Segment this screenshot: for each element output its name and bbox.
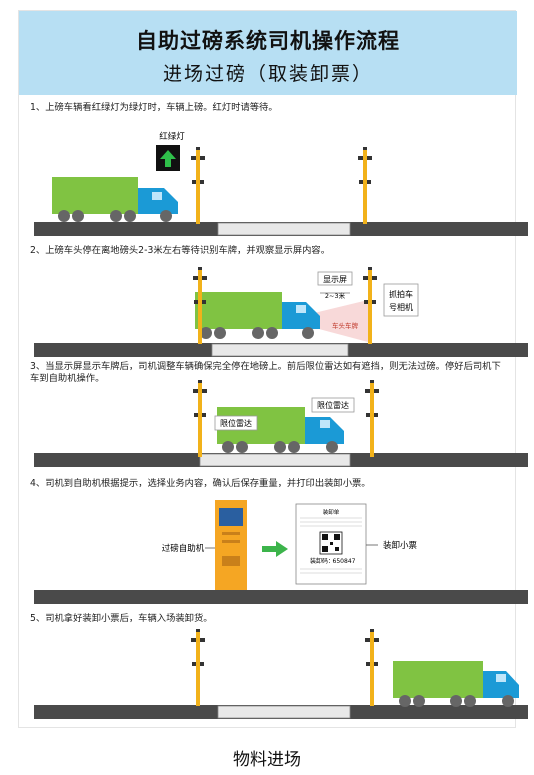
ticket-label: 装卸小票	[383, 540, 418, 551]
page-title: 自助过磅系统司机操作流程	[136, 29, 400, 53]
wheel	[464, 695, 476, 707]
wheel	[252, 327, 264, 339]
wheel	[288, 441, 300, 453]
arrow-right-icon	[262, 541, 288, 557]
pole-left	[191, 629, 205, 706]
camera-label-line-1: 抓拍车	[389, 289, 413, 299]
truck-head-plate-label: 车头车牌	[332, 321, 359, 330]
truck-cab	[483, 671, 519, 698]
radar-left-label: 限位雷达	[220, 418, 252, 428]
step-2-text: 2、上磅车头停在离地磅头2-3米左右等待识别车牌，并观察显示屏内容。	[30, 245, 331, 256]
ticket-code-label: 装卸码：	[310, 557, 334, 565]
truck-cab	[282, 302, 320, 329]
wheel	[450, 695, 462, 707]
scene-2: 显示屏 2~3米 抓拍车 号相机 车头车牌	[34, 267, 528, 357]
pole-right	[365, 629, 379, 706]
wheel	[200, 327, 212, 339]
truck-cab	[305, 417, 344, 444]
distance-label: 2~3米	[325, 291, 346, 300]
radar-left-label-box	[214, 415, 258, 431]
weighbridge	[217, 222, 351, 236]
wheel	[72, 210, 84, 222]
wheel	[110, 210, 122, 222]
wheel	[266, 327, 278, 339]
wheel	[502, 695, 514, 707]
pole-left	[191, 147, 205, 224]
wheel	[302, 327, 314, 339]
ticket-title: 装卸单	[323, 508, 340, 516]
wheel	[399, 695, 411, 707]
wheel	[160, 210, 172, 222]
step-1-text: 1、上磅车辆看红绿灯为绿灯时，车辆上磅。红灯时请等待。	[30, 102, 278, 113]
wheel	[413, 695, 425, 707]
weighbridge	[199, 453, 351, 467]
display-screen-label-box	[317, 271, 353, 286]
green-arrow-icon	[160, 150, 176, 167]
truck-cab	[138, 188, 178, 214]
poster: 自助过磅系统司机操作流程 进场过磅（取装卸票）	[18, 10, 517, 728]
scene-3: 限位雷达 限位雷达	[34, 380, 528, 467]
camera-label-box	[383, 283, 419, 317]
road	[34, 590, 528, 604]
pole-right	[358, 147, 372, 224]
truck-body	[393, 661, 483, 698]
radar-right-label: 限位雷达	[317, 400, 349, 410]
truck-body	[52, 177, 138, 214]
radar-right-label-box	[311, 397, 355, 413]
wheel	[58, 210, 70, 222]
step-4-text: 4、司机到自助机根据提示，选择业务内容，确认后保存重量，并打印出装卸小票。	[30, 478, 371, 489]
wheel	[326, 441, 338, 453]
scene-1	[34, 145, 528, 236]
scene-4: 过磅自助机 装卸单 装卸码： 650847 装卸小票	[34, 500, 528, 604]
kiosk-label: 过磅自助机	[162, 543, 205, 554]
wheel	[274, 441, 286, 453]
wheel	[214, 327, 226, 339]
page-subtitle: 进场过磅（取装卸票）	[162, 63, 373, 85]
camera-label-line-2: 号相机	[389, 302, 413, 312]
traffic-light-label: 红绿灯	[159, 131, 185, 142]
bottom-caption: 物料进场	[233, 750, 301, 770]
weighbridge	[217, 705, 351, 719]
pole-right	[365, 380, 379, 457]
kiosk-screen	[219, 508, 243, 526]
ticket-code-value: 650847	[333, 558, 356, 565]
wheel	[222, 441, 234, 453]
pole-left	[193, 380, 207, 457]
truck-body	[195, 292, 282, 329]
wheel	[124, 210, 136, 222]
camera-beam	[285, 300, 368, 342]
header-banner: 自助过磅系统司机操作流程 进场过磅（取装卸票）	[19, 11, 517, 95]
step-3-text: 3、当显示屏显示车牌后，司机调整车辆确保完全停在地磅上。前后限位雷达如有遮挡，则…	[30, 361, 501, 384]
scene-5	[34, 629, 528, 719]
wheel	[236, 441, 248, 453]
step-5-text: 5、司机拿好装卸小票后，车辆入场装卸货。	[30, 613, 213, 624]
weighbridge	[211, 343, 349, 357]
display-screen-label: 显示屏	[323, 275, 347, 284]
